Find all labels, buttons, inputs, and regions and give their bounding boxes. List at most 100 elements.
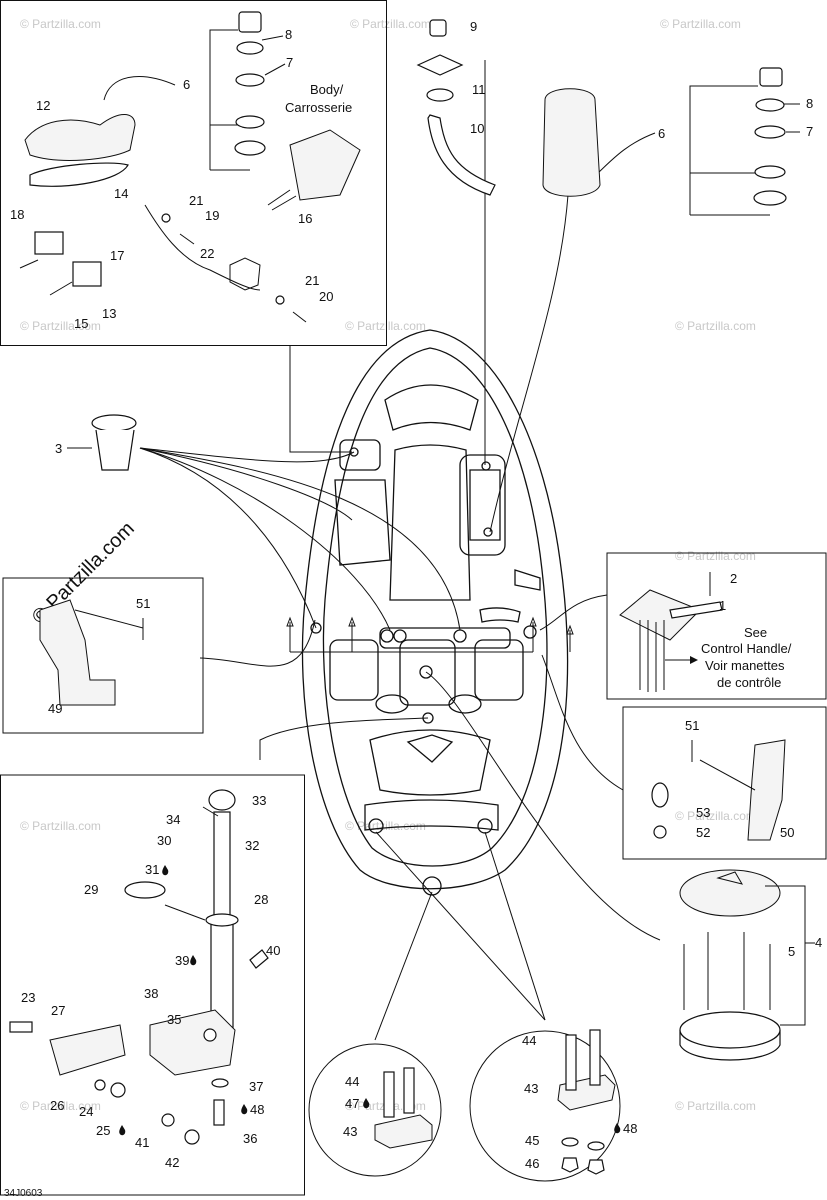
hull: [301, 329, 569, 896]
label-de-controle: de contrôle: [717, 675, 781, 690]
callout-39: 39: [175, 953, 189, 968]
drop-icon: [119, 1125, 126, 1136]
callout-15: 15: [74, 316, 88, 331]
callout-43a: 43: [343, 1124, 357, 1139]
callout-53: 53: [696, 805, 710, 820]
callout-17: 17: [110, 248, 124, 263]
seat-hardware-box: [0, 0, 387, 346]
mount-detail-left: [308, 1043, 442, 1177]
callout-26: 26: [50, 1098, 64, 1113]
watermark: © Partzilla.com: [20, 319, 101, 333]
callout-7b: 7: [806, 124, 813, 139]
callout-40: 40: [266, 943, 280, 958]
drop-icon: [363, 1098, 370, 1109]
drop-icon: [190, 955, 197, 966]
callout-32: 32: [245, 838, 259, 853]
callout-24: 24: [79, 1104, 93, 1119]
callout-8a: 8: [285, 27, 292, 42]
watermark: © Partzilla.com: [20, 819, 101, 833]
watermark: © Partzilla.com: [675, 1099, 756, 1113]
callout-52: 52: [696, 825, 710, 840]
control-handle: [619, 572, 723, 692]
callout-22: 22: [200, 246, 214, 261]
label-control-handle: Control Handle/: [701, 641, 792, 656]
callout-16: 16: [298, 211, 312, 226]
bracket-50-box: [622, 706, 827, 860]
callout-4: 4: [815, 935, 822, 950]
callout-6b: 6: [658, 126, 665, 141]
callout-19: 19: [205, 208, 219, 223]
seat-hardware-parts: [19, 11, 361, 323]
label-carrosserie: Carrosserie: [285, 100, 352, 115]
watermark: © Partzilla.com: [675, 549, 756, 563]
callout-42: 42: [165, 1155, 179, 1170]
callout-28: 28: [254, 892, 268, 907]
callout-27: 27: [51, 1003, 65, 1018]
callout-35: 35: [167, 1012, 181, 1027]
cup-holder: [67, 414, 137, 471]
callout-14: 14: [114, 186, 128, 201]
bracket-49-box: [2, 577, 204, 734]
control-handle-box: [606, 552, 827, 700]
callout-38: 38: [144, 986, 158, 1001]
hose-parts: [416, 19, 496, 196]
callout-43b: 43: [524, 1081, 538, 1096]
callout-29: 29: [84, 882, 98, 897]
bracket-50: [651, 739, 786, 841]
watermark: © Partzilla.com: [20, 1099, 101, 1113]
callout-33: 33: [252, 793, 266, 808]
callout-49: 49: [48, 701, 62, 716]
loctite-drop-icons: [119, 865, 621, 1136]
callout-21a: 21: [189, 193, 203, 208]
callout-21b: 21: [305, 273, 319, 288]
watermark: © Partzilla.com: [350, 17, 431, 31]
callout-10: 10: [470, 121, 484, 136]
callout-7a: 7: [286, 55, 293, 70]
callout-36: 36: [243, 1131, 257, 1146]
callout-47: 47: [345, 1096, 359, 1111]
diagram-code: 34J0603: [4, 1188, 43, 1199]
callout-37: 37: [249, 1079, 263, 1094]
callout-6a: 6: [183, 77, 190, 92]
callout-5: 5: [788, 944, 795, 959]
label-body: Body/: [310, 82, 344, 97]
callout-44a: 44: [345, 1074, 359, 1089]
callout-18: 18: [10, 207, 24, 222]
callout-11: 11: [472, 82, 486, 97]
callout-1: 1: [719, 598, 726, 613]
callout-3: 3: [55, 441, 62, 456]
bracket-49: [39, 599, 144, 706]
callout-48b: 48: [623, 1121, 637, 1136]
drop-icon: [162, 865, 169, 876]
callout-8b: 8: [806, 96, 813, 111]
callout-44b: 44: [522, 1033, 536, 1048]
watermark: © Partzilla.com: [345, 319, 426, 333]
label-see: See: [744, 625, 767, 640]
callout-20: 20: [319, 289, 333, 304]
callout-51b: 51: [685, 718, 699, 733]
callout-30: 30: [157, 833, 171, 848]
mount-detail-right: [469, 1029, 621, 1182]
callout-2: 2: [730, 571, 737, 586]
steering-column: [9, 789, 269, 1145]
callout-48a: 48: [250, 1102, 264, 1117]
callout-9: 9: [470, 19, 477, 34]
callout-50: 50: [780, 825, 794, 840]
steering-column-box: [0, 774, 305, 1196]
callout-51a: 51: [136, 596, 150, 611]
callout-31: 31: [145, 862, 159, 877]
seat-right: [542, 67, 800, 216]
callout-46: 46: [525, 1156, 539, 1171]
label-voir-manettes: Voir manettes: [705, 658, 785, 673]
callout-numbers: 1 2 3 4 5 6 6 7 7 8 8 9 10 11 12 13 14 1…: [10, 19, 822, 1171]
drop-icon: [614, 1123, 621, 1134]
hatch-cover: [679, 869, 815, 1061]
callout-12: 12: [36, 98, 50, 113]
leader-lines: [139, 60, 661, 1041]
drop-icon: [241, 1104, 248, 1115]
watermark: © Partzilla.com: [675, 319, 756, 333]
callout-34: 34: [166, 812, 180, 827]
watermark: © Partzilla.com: [675, 809, 756, 823]
callout-45: 45: [525, 1133, 539, 1148]
